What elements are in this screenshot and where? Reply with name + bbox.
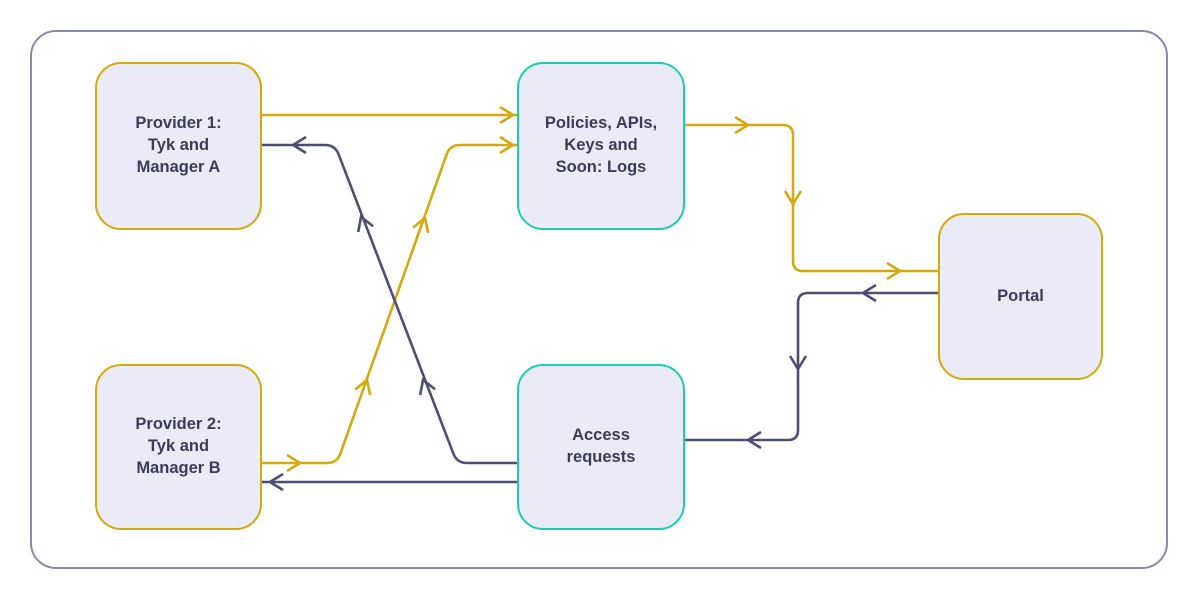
arrowhead-icon — [499, 135, 516, 155]
arrowhead-icon — [286, 453, 303, 473]
edge-provider2-to-policies — [262, 143, 517, 465]
arrowhead-icon — [356, 214, 374, 233]
arrowhead-icon — [354, 377, 372, 396]
edge-portal-to-access — [685, 291, 938, 442]
node-access-requests-label: Access requests — [566, 426, 636, 466]
node-policies-apis-keys-logs: Policies, APIs, Keys and Soon: Logs — [517, 62, 685, 230]
node-provider-2: Provider 2: Tyk and Manager B — [95, 364, 262, 530]
node-portal: Portal — [938, 213, 1103, 380]
arrowhead-icon — [745, 430, 762, 450]
node-access-requests: Access requests — [517, 364, 685, 530]
arrowhead-icon — [783, 190, 803, 207]
arrowhead-icon — [788, 355, 808, 372]
diagram-frame — [30, 30, 1168, 569]
node-portal-label: Portal — [997, 286, 1044, 305]
arrowhead-icon — [412, 215, 430, 234]
arrowhead-icon — [734, 115, 751, 135]
edge-access-to-provider1 — [262, 143, 517, 465]
arrowhead-icon — [418, 377, 436, 396]
node-provider-1: Provider 1: Tyk and Manager A — [95, 62, 262, 230]
arrowhead-icon — [860, 283, 877, 303]
node-provider-1-label: Provider 1: Tyk and Manager A — [135, 114, 222, 176]
node-policies-label: Policies, APIs, Keys and Soon: Logs — [544, 114, 658, 176]
arrowhead-icon — [499, 105, 516, 125]
edge-policies-to-portal — [685, 123, 938, 273]
arrowhead-icon — [290, 135, 307, 155]
arrowhead-icon — [886, 261, 903, 281]
arrowhead-icon — [267, 472, 284, 492]
node-provider-2-label: Provider 2: Tyk and Manager B — [135, 415, 222, 477]
